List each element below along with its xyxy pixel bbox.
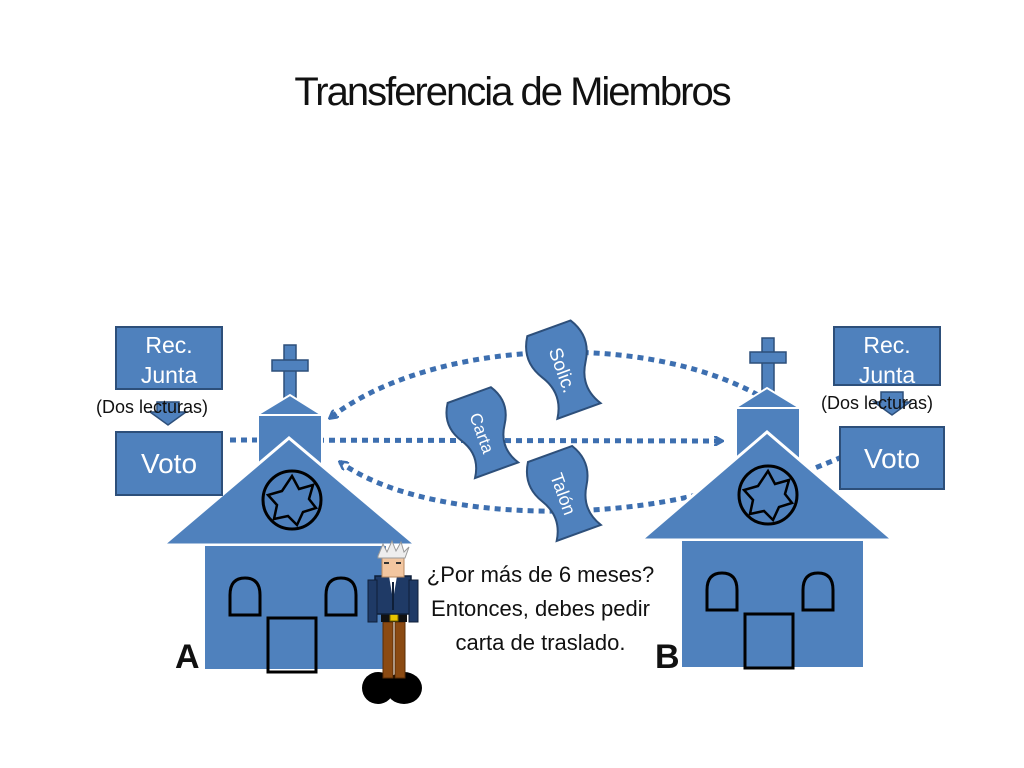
door-icon <box>743 612 795 670</box>
arched-window-icon <box>705 571 739 612</box>
rec-label: Rec. <box>145 332 193 358</box>
junta-label: Junta <box>140 362 198 388</box>
vote-label: Voto <box>140 448 198 479</box>
slide-title: Transferencia de Miembros <box>294 70 731 114</box>
cross-icon <box>749 337 787 395</box>
two-readings-note-b: (Dos lecturas) <box>821 393 934 413</box>
speech-text: ¿Por más de 6 meses? Entonces, debes ped… <box>408 558 673 660</box>
two-readings-note-a: (Dos lecturas) <box>96 397 209 417</box>
down-arrow-icon <box>871 391 913 416</box>
board-recommendation-box-b: Rec. Junta <box>833 326 941 388</box>
rec-label: Rec. <box>863 332 911 358</box>
vote-label: Voto <box>863 443 921 474</box>
request-document: Solic. <box>525 319 603 421</box>
church-b-letter: B <box>655 638 680 676</box>
rose-window-icon <box>737 464 799 526</box>
vote-box-a: Voto <box>115 431 223 496</box>
letter-document: Carta <box>445 386 521 480</box>
arrow-vote-b <box>809 454 843 473</box>
arched-window-icon <box>228 576 262 617</box>
board-recommendation-box-a: Rec. Junta <box>115 326 223 390</box>
church-a-letter: A <box>175 638 200 676</box>
speech-line-1: ¿Por más de 6 meses? <box>426 562 655 587</box>
junta-label: Junta <box>858 362 916 388</box>
cross-icon <box>271 344 309 404</box>
arched-window-icon <box>324 576 358 617</box>
church-a <box>158 344 421 674</box>
church-b <box>636 337 898 670</box>
person-figure <box>362 539 422 704</box>
arched-window-icon <box>801 571 835 612</box>
rose-window-icon <box>261 469 323 531</box>
arrow-request-b-to-a <box>330 349 760 418</box>
vote-box-b: Voto <box>839 426 945 490</box>
speech-line-2: Entonces, debes pedir <box>431 596 650 621</box>
stub-document: Talón <box>525 444 603 543</box>
arrow-stub-b-to-a <box>340 462 709 514</box>
speech-line-3: carta de traslado. <box>455 630 626 655</box>
door-icon <box>266 616 318 674</box>
down-arrow-icon <box>147 401 189 426</box>
